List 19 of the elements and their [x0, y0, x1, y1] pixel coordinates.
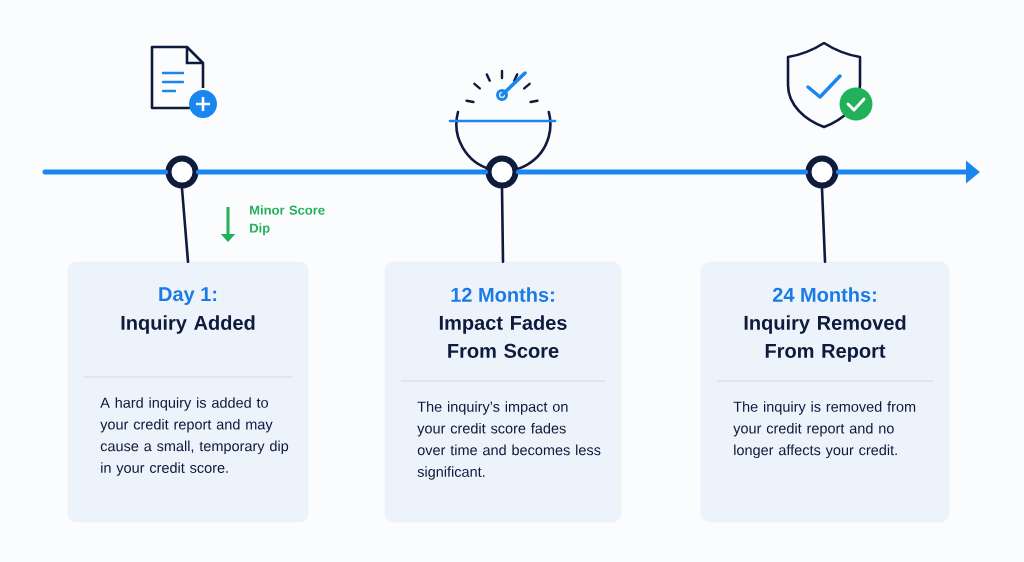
card-text: The inquiry is removed from your credit report and no longer affects your credit.	[733, 401, 916, 459]
milestone-marker	[485, 155, 519, 189]
timeline-line	[516, 169, 808, 175]
card-text: The inquiry’s impact on your credit score fades over time and becomes less significant.	[417, 401, 601, 480]
timeline-line	[42, 169, 168, 175]
card-title: Inquiry Added	[121, 315, 255, 334]
card-title: Inquiry Removed From Report	[744, 315, 906, 362]
dip-note: Minor Score Dip	[250, 205, 325, 236]
timeline-line	[196, 169, 488, 175]
connector-line	[500, 187, 505, 264]
connector-line	[820, 187, 827, 264]
card-title: Impact Fades From Score	[439, 315, 567, 358]
card-heading: 12 Months:	[451, 287, 554, 302]
connector-line	[180, 187, 190, 264]
card-text: A hard inquiry is added to your credit report and may cause a small, temporary dip in your credit score.	[100, 397, 289, 476]
card-heading: Day 1:	[159, 287, 217, 306]
card-heading: 24 Months:	[772, 287, 876, 302]
milestone-marker	[805, 155, 839, 189]
milestone-marker	[165, 155, 199, 189]
